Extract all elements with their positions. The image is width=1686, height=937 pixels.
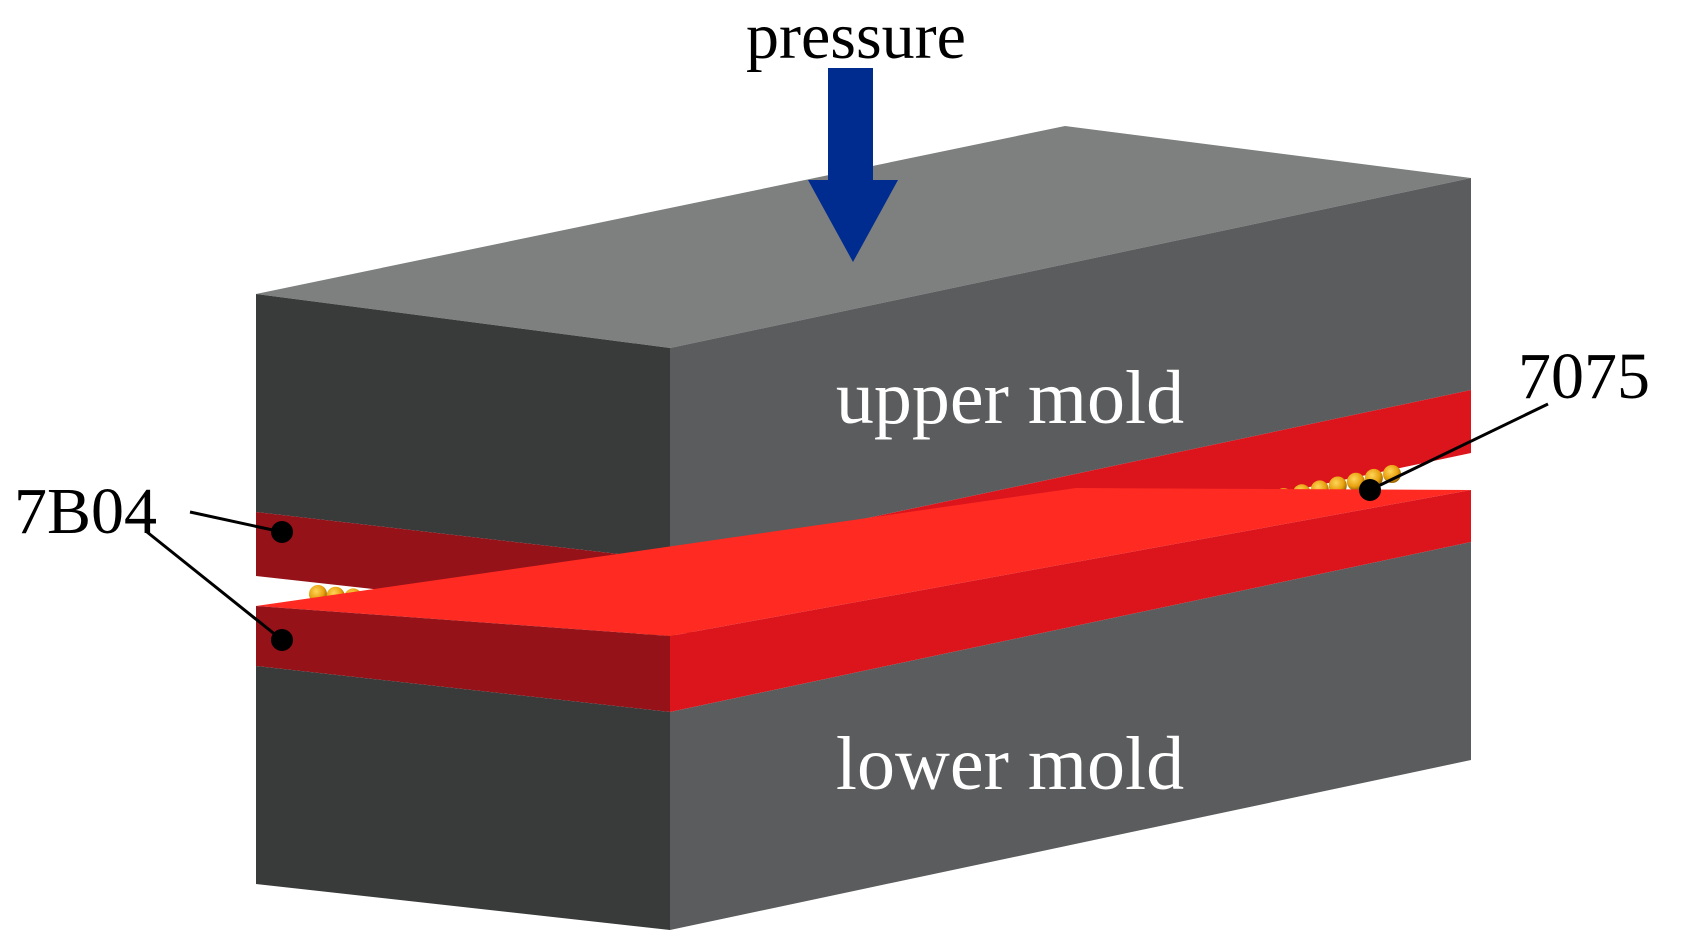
leader-7075 xyxy=(1369,402,1549,492)
plate-7B04-label: 7B04 xyxy=(14,475,157,548)
dot-7B04-upper xyxy=(271,521,293,543)
leader-lines xyxy=(146,402,1549,642)
dot-7075 xyxy=(1359,479,1381,501)
lower-plate-front-face xyxy=(256,606,670,712)
down-arrow-icon xyxy=(808,68,898,262)
interlayer-7075-label: 7075 xyxy=(1518,340,1650,413)
leader-dots xyxy=(271,479,1381,651)
lower-plate-7B04 xyxy=(256,488,1471,712)
dot-7B04-lower xyxy=(271,629,293,651)
lower-plate-top-face xyxy=(256,488,1471,636)
upper-mold-label: upper mold xyxy=(836,356,1184,440)
upper-mold-front-face xyxy=(256,294,670,560)
leader-7B04-lower xyxy=(146,530,283,642)
pressure-label: pressure xyxy=(746,0,966,73)
lower-plate-side-face xyxy=(670,490,1471,712)
lower-mold xyxy=(256,542,1471,930)
lower-mold-side-face xyxy=(670,542,1471,930)
leader-7B04-upper xyxy=(189,510,283,534)
upper-mold-side-face xyxy=(670,178,1471,560)
lower-mold-label: lower mold xyxy=(836,722,1184,806)
lower-mold-front-face xyxy=(256,666,670,930)
